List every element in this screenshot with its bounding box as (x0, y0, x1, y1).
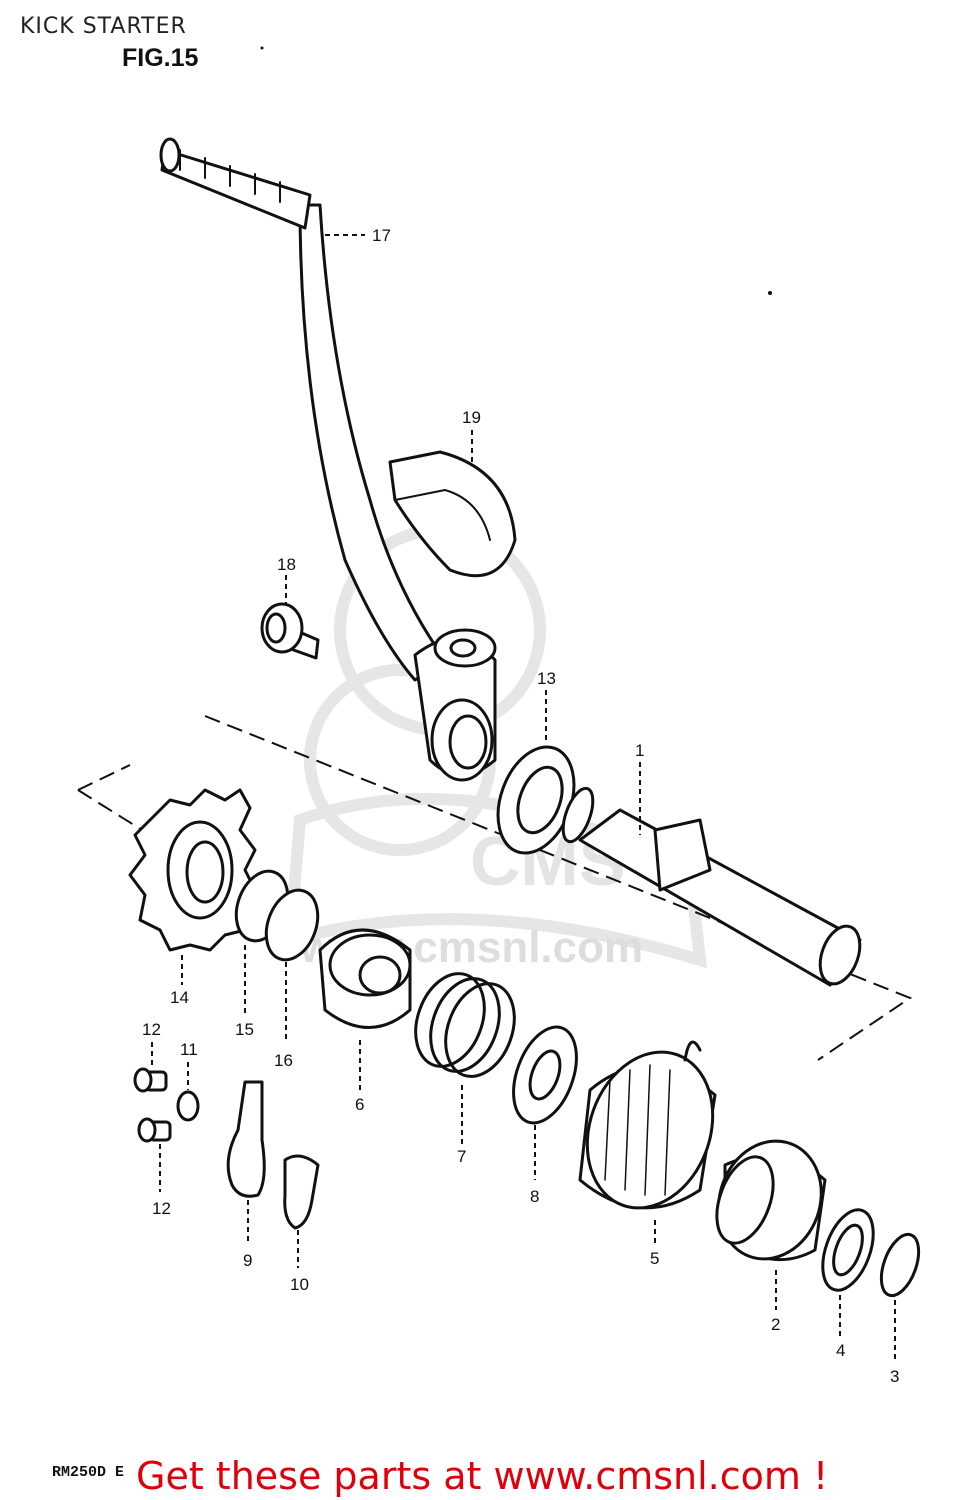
washer-11 (176, 1090, 200, 1122)
callout-10: 10 (290, 1275, 309, 1294)
page-title: KICK STARTER (20, 14, 187, 39)
callout-labels: 1 2 3 4 5 6 7 8 9 10 11 12 12 13 14 15 1… (142, 226, 899, 1386)
callout-4: 4 (836, 1341, 845, 1360)
leader-lines (151, 234, 896, 1360)
lever-cover (388, 450, 517, 578)
lever-bolt (260, 602, 320, 660)
callout-12-top: 12 (142, 1020, 161, 1039)
callout-3: 3 (890, 1367, 899, 1386)
bolt-12a (133, 1067, 168, 1093)
scan-dot (260, 46, 264, 50)
callout-18: 18 (277, 555, 296, 574)
diagram-canvas: www.cmsnl.com CMS (77, 46, 921, 1386)
callout-7: 7 (457, 1147, 466, 1166)
figure-label: FIG.15 (122, 44, 199, 72)
callout-1: 1 (635, 741, 644, 760)
callout-17: 17 (372, 226, 391, 245)
callout-9: 9 (243, 1251, 252, 1270)
kick-shaft (561, 786, 862, 987)
callout-13: 13 (537, 669, 556, 688)
spring-guide (715, 1139, 827, 1262)
plate-9 (226, 1080, 266, 1198)
callout-15: 15 (235, 1020, 254, 1039)
kick-lever (159, 137, 497, 782)
circlip-3 (879, 1232, 921, 1298)
callout-12-bottom: 12 (152, 1199, 171, 1218)
kick-gear (128, 788, 257, 952)
assembly-outline (77, 715, 913, 1061)
callout-11: 11 (180, 1040, 198, 1059)
ratchet-spring (414, 972, 516, 1078)
model-code: RM250D E (52, 1464, 125, 1481)
plate-10 (283, 1154, 320, 1230)
callout-19: 19 (462, 408, 481, 427)
return-spring (578, 1040, 717, 1210)
callout-6: 6 (355, 1095, 364, 1114)
ratchet (318, 928, 412, 1029)
callout-8: 8 (530, 1187, 539, 1206)
washer-4 (821, 1208, 875, 1292)
callout-5: 5 (650, 1249, 659, 1268)
callout-16: 16 (274, 1051, 293, 1070)
oil-seal (496, 745, 576, 855)
parts-link-text[interactable]: Get these parts at www.cmsnl.com ! (136, 1454, 829, 1498)
scan-dot (768, 291, 772, 295)
bolt-12b (137, 1117, 172, 1143)
callout-14: 14 (170, 988, 189, 1007)
circlip-16 (264, 888, 320, 962)
washer-8 (512, 1025, 578, 1125)
callout-2: 2 (771, 1315, 780, 1334)
